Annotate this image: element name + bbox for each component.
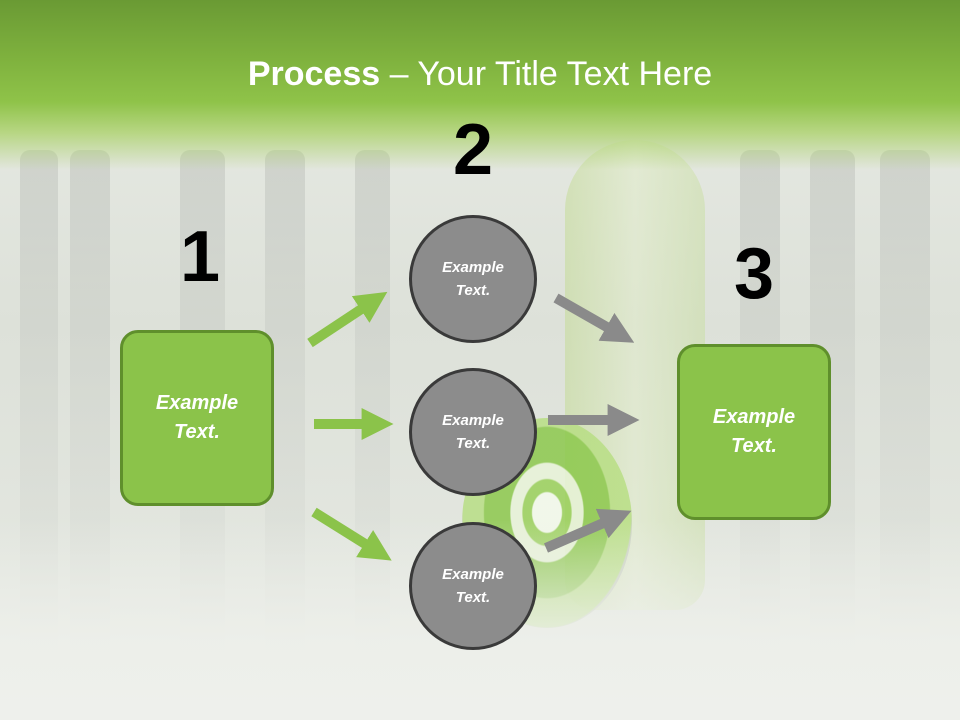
step-number-3: 3 [733,234,775,314]
title-band [0,0,960,170]
arrow-from-circle-3 [544,508,632,553]
step-3-box-text: Example Text. [712,406,796,457]
slide-title: Process – Your Title Text Here [0,52,960,96]
step-2-circle-2: Example Text. [409,368,537,496]
title-bold: Process [247,55,381,93]
title-rest: – Your Title Text Here [380,55,713,93]
step-number-1: 1 [179,217,221,297]
step-1-box-text: Example Text. [155,392,239,443]
step-1-box: Example Text. [120,330,274,506]
step-3-box: Example Text. [677,344,831,520]
circle-1-text: Example Text. [442,259,504,299]
step-2-circle-3: Example Text. [409,522,537,650]
circle-3-text: Example Text. [442,566,504,606]
step-number-2: 2 [452,110,494,190]
arrow-to-circle-1 [307,291,388,348]
step-2-circle-1: Example Text. [409,215,537,343]
circle-2-text: Example Text. [442,412,504,452]
arrow-from-circle-1 [553,293,635,343]
arrow-to-circle-3 [311,507,392,561]
